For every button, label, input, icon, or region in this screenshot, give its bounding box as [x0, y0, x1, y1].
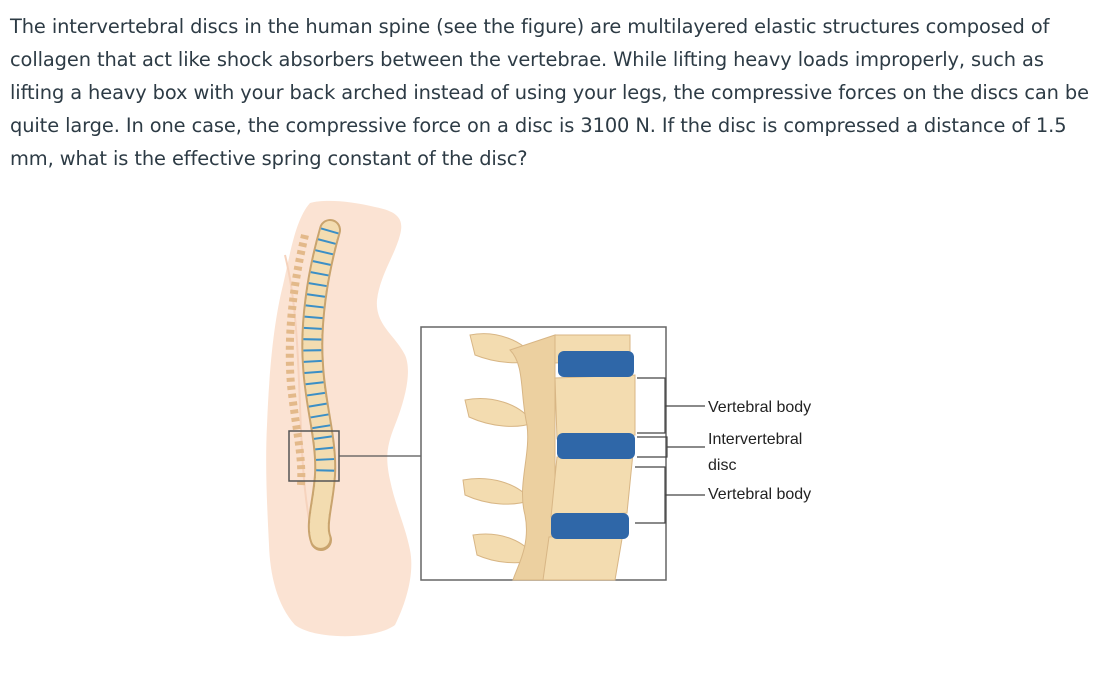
small-spine — [285, 219, 341, 551]
body-silhouette — [266, 200, 412, 637]
disc-1 — [558, 351, 634, 377]
spine-illustration — [266, 200, 705, 637]
question-text: The intervertebral discs in the human sp… — [10, 15, 1089, 170]
label-intervertebral-line1: Intervertebral — [708, 431, 803, 448]
label-brackets — [635, 377, 705, 524]
spine-figure: Vertebral body Intervertebral disc Verte… — [255, 195, 855, 655]
label-vertebral-body-top: Vertebral body — [708, 399, 812, 416]
disc-2 — [557, 433, 635, 459]
disc-3 — [551, 513, 629, 539]
enlarged-vertebrae — [462, 333, 636, 581]
label-intervertebral-line2: disc — [708, 457, 737, 474]
label-vertebral-body-bottom: Vertebral body — [708, 486, 812, 503]
